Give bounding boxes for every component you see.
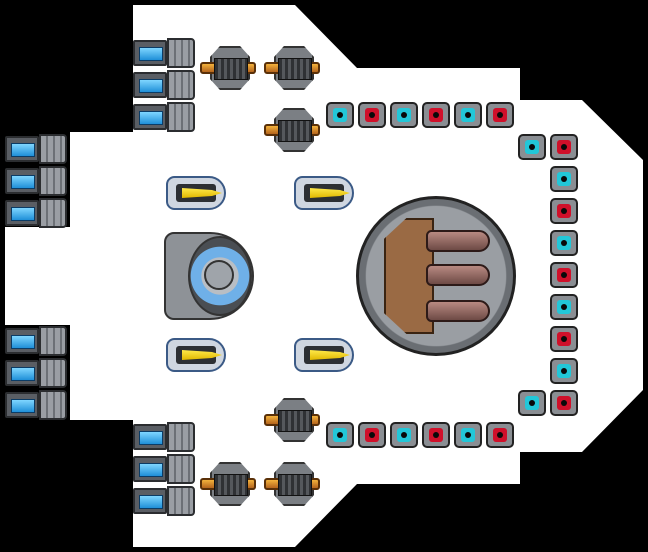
thruster[interactable] [133, 38, 197, 68]
armor-block-red[interactable] [422, 422, 450, 448]
armor-block-cyan[interactable] [454, 422, 482, 448]
armor-block-cyan[interactable] [326, 102, 354, 128]
thruster[interactable] [5, 358, 69, 388]
thruster[interactable] [133, 454, 197, 484]
armor-block-cyan[interactable] [390, 422, 418, 448]
armor-block-red[interactable] [422, 102, 450, 128]
drone[interactable] [292, 332, 356, 378]
cannon[interactable] [264, 394, 320, 446]
armor-block-cyan[interactable] [518, 390, 546, 416]
thruster[interactable] [133, 422, 197, 452]
armor-block-cyan[interactable] [454, 102, 482, 128]
drone[interactable] [164, 332, 228, 378]
armor-block-red[interactable] [358, 422, 386, 448]
armor-block-red[interactable] [358, 102, 386, 128]
thruster[interactable] [5, 198, 69, 228]
thruster[interactable] [133, 102, 197, 132]
drone[interactable] [292, 170, 356, 216]
armor-block-cyan[interactable] [550, 294, 578, 320]
thruster[interactable] [5, 166, 69, 196]
cannon[interactable] [264, 104, 320, 156]
armor-block-red[interactable] [486, 422, 514, 448]
armor-block-red[interactable] [550, 134, 578, 160]
cannon[interactable] [264, 458, 320, 510]
armor-block-red[interactable] [550, 390, 578, 416]
thruster[interactable] [5, 326, 69, 356]
cannon[interactable] [264, 42, 320, 94]
armor-block-cyan[interactable] [326, 422, 354, 448]
heavy-turret[interactable] [356, 196, 516, 356]
reactor[interactable] [164, 232, 260, 324]
armor-block-cyan[interactable] [550, 358, 578, 384]
thruster[interactable] [5, 390, 69, 420]
armor-block-cyan[interactable] [550, 166, 578, 192]
armor-block-red[interactable] [550, 198, 578, 224]
armor-block-red[interactable] [486, 102, 514, 128]
armor-block-red[interactable] [550, 262, 578, 288]
armor-block-red[interactable] [550, 326, 578, 352]
drone[interactable] [164, 170, 228, 216]
thruster[interactable] [133, 486, 197, 516]
armor-block-cyan[interactable] [550, 230, 578, 256]
armor-block-cyan[interactable] [390, 102, 418, 128]
cannon[interactable] [200, 42, 256, 94]
cannon[interactable] [200, 458, 256, 510]
armor-block-cyan[interactable] [518, 134, 546, 160]
thruster[interactable] [133, 70, 197, 100]
thruster[interactable] [5, 134, 69, 164]
